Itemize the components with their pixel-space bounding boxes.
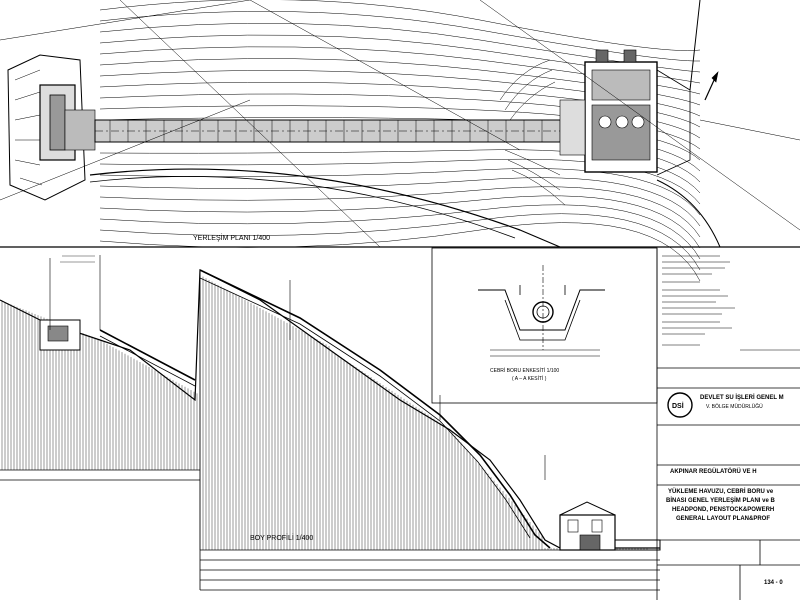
- section-subtitle: ( A – A KESİTİ ): [512, 375, 547, 382]
- drawing-desc-line1: YÜKLEME HAVUZU, CEBRİ BORU ve: [668, 489, 774, 495]
- access-road: [89, 168, 561, 248]
- drawing-desc-line2: BİNASI GENEL YERLEŞİM PLANI ve B: [666, 498, 775, 504]
- contour-line: [99, 0, 701, 51]
- dsi-logo-icon: DSİ: [667, 392, 693, 418]
- north-arrow-icon: [704, 71, 719, 101]
- penstock-cross-section: CEBRİ BORU ENKESİTİ 1/100 ( A – A KESİTİ…: [431, 247, 658, 404]
- contour-line: [99, 177, 701, 227]
- headpond-structure: [7, 54, 96, 201]
- longitudinal-profile: BOY PROFİLİ 1/400: [0, 255, 661, 591]
- powerhouse-plan: [559, 0, 721, 248]
- svg-text:DSİ: DSİ: [672, 402, 684, 410]
- plan-title: YERLEŞİM PLANI 1/400: [193, 233, 270, 242]
- penstock-pipe-plan: [94, 119, 576, 143]
- contour-line: [99, 186, 701, 238]
- contour-line: [99, 213, 701, 271]
- general-notes: [662, 255, 800, 351]
- project-name: AKPINAR REGÜLATÖRÜ VE H: [670, 469, 757, 475]
- contour-line: [99, 168, 701, 216]
- terrain-line: [0, 269, 660, 549]
- profile-datum-table: [0, 270, 660, 591]
- profile-title: BOY PROFİLİ 1/400: [250, 533, 313, 542]
- title-block: DSİ: [656, 248, 800, 600]
- contour-line: [99, 11, 701, 62]
- sheet-number: 134 - 0: [764, 580, 783, 586]
- penstock-anchor-marks: [109, 120, 561, 142]
- survey-grid-lines: [0, 0, 800, 248]
- slope-hatch-right: [499, 59, 566, 206]
- elevation-markers: [49, 255, 546, 480]
- layout-plan: YERLEŞİM PLANI 1/400: [0, 0, 800, 282]
- org-subtitle: V. BÖLGE MÜDÜRLÜĞÜ: [706, 404, 763, 410]
- powerhouse-elevation: [559, 501, 661, 551]
- section-title: CEBRİ BORU ENKESİTİ 1/100: [490, 367, 559, 374]
- penstock-profile: [99, 269, 551, 549]
- contour-line: [99, 204, 701, 260]
- drawing-desc-line4: GENERAL LAYOUT PLAN&PROF: [676, 516, 771, 522]
- contour-line: [99, 158, 701, 205]
- drawing-desc-line3: HEADPOND, PENSTOCK&POWERH: [672, 507, 775, 513]
- contour-line: [99, 195, 701, 249]
- org-name: DEVLET SU İŞLERİ GENEL M: [700, 395, 784, 401]
- contour-line: [99, 222, 701, 282]
- profile-vertical-grid: [1, 275, 648, 550]
